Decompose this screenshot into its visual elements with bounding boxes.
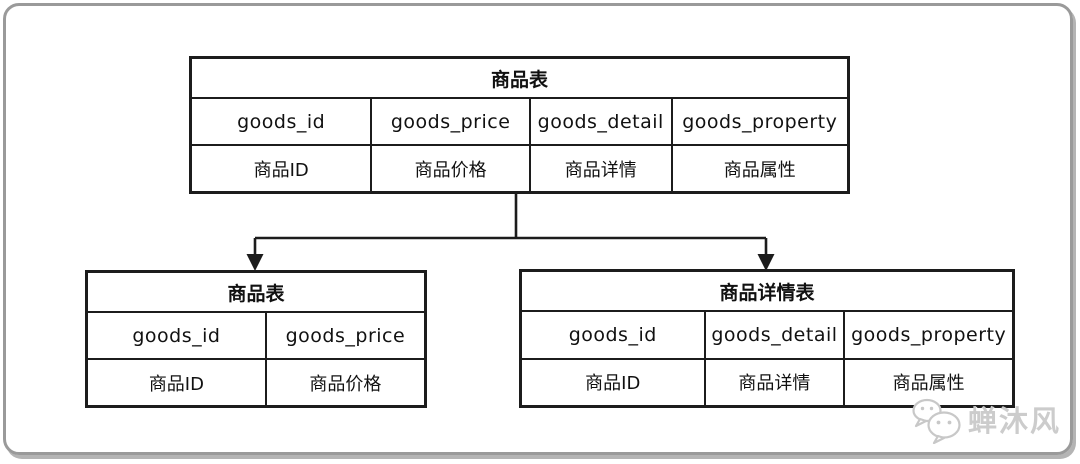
column-label-row: 商品ID 商品详情 商品属性 <box>522 359 1012 405</box>
column-name-cell: goods_property <box>682 110 838 133</box>
table-goods-original: 商品表 goods_id goods_price goods_detail go… <box>189 56 850 194</box>
column-label-cell: 商品属性 <box>723 159 796 181</box>
arrow-down-left-icon <box>246 254 264 271</box>
column-label-cell: 商品详情 <box>531 146 673 191</box>
column-name-cell: goods_property <box>851 323 1007 346</box>
arrow-down-right-icon <box>757 254 775 271</box>
table-title: 商品详情表 <box>522 272 1012 312</box>
column-label-cell: 商品ID <box>88 360 267 405</box>
column-name-row: goods_id goods_price <box>88 313 424 360</box>
wechat-icon <box>912 398 961 444</box>
table-title: 商品表 <box>88 273 424 313</box>
column-name-cell: goods_id <box>522 312 706 358</box>
table-goods-split: 商品表 goods_id goods_price 商品ID 商品价格 <box>85 270 427 408</box>
column-label-row: 商品ID 商品价格 商品详情 商品属性 <box>192 146 847 191</box>
column-name-cell: goods_price <box>372 99 531 144</box>
connector-lines <box>253 194 768 257</box>
column-name-cell: goods_id <box>192 99 373 144</box>
column-label-cell: 商品ID <box>192 146 373 191</box>
column-name-cell: goods_id <box>88 313 267 358</box>
table-goods-detail: 商品详情表 goods_id goods_detail goods_proper… <box>519 269 1015 408</box>
column-name-cell: goods_detail <box>706 312 846 358</box>
column-name-row: goods_id goods_price goods_detail goods_… <box>192 99 847 146</box>
column-name-cell: goods_detail <box>531 99 673 144</box>
column-label-row: 商品ID 商品价格 <box>88 360 424 405</box>
column-label-cell: 商品属性 <box>892 373 965 395</box>
column-label-cell: 商品价格 <box>309 373 382 395</box>
column-name-row: goods_id goods_detail goods_property <box>522 312 1012 360</box>
column-name-cell: goods_price <box>285 324 406 347</box>
arrowheads <box>246 254 775 271</box>
watermark-text: 蝉沐风 <box>968 403 1062 438</box>
column-label-cell: 商品详情 <box>706 359 846 405</box>
column-label-cell: 商品价格 <box>372 146 531 191</box>
table-title: 商品表 <box>192 59 847 99</box>
column-label-cell: 商品ID <box>522 359 706 405</box>
watermark: 蝉沐风 <box>910 398 1061 444</box>
